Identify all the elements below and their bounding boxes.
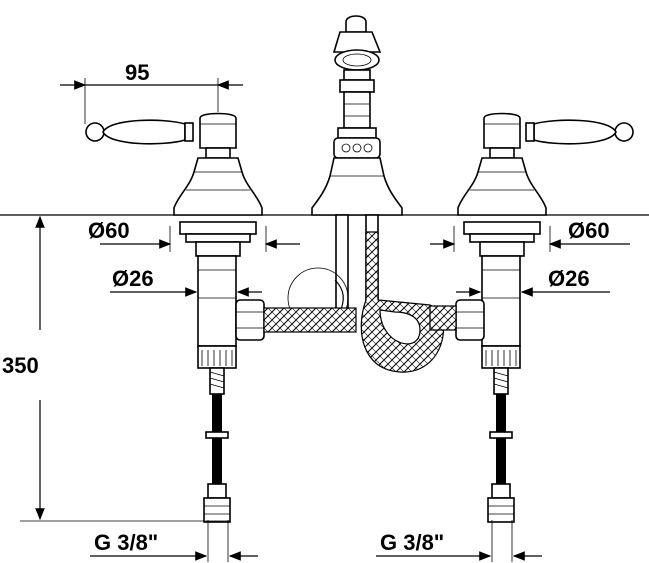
spout xyxy=(311,15,403,316)
dimension-label-thread-right: G 3/8" xyxy=(380,530,444,555)
dimension-label-350: 350 xyxy=(2,353,39,378)
connecting-hoses xyxy=(263,231,457,373)
dimension-diameter-60-right xyxy=(430,226,630,252)
dimension-label-diameter-60-right: Ø60 xyxy=(568,218,610,243)
dimension-label-95: 95 xyxy=(125,60,149,85)
dimension-thread-left xyxy=(90,520,258,562)
dimension-label-diameter-26-right: Ø26 xyxy=(548,266,590,291)
left-handle xyxy=(85,112,265,523)
dimension-thread-right xyxy=(376,520,542,562)
right-handle xyxy=(455,112,634,523)
dimension-label-diameter-60-left: Ø60 xyxy=(88,218,130,243)
dimension-label-thread-left: G 3/8" xyxy=(94,530,158,555)
dimension-label-diameter-26-left: Ø26 xyxy=(112,266,154,291)
dimension-diameter-60-left xyxy=(100,226,300,252)
dimension-95 xyxy=(60,78,243,124)
dimension-350 xyxy=(20,214,230,522)
